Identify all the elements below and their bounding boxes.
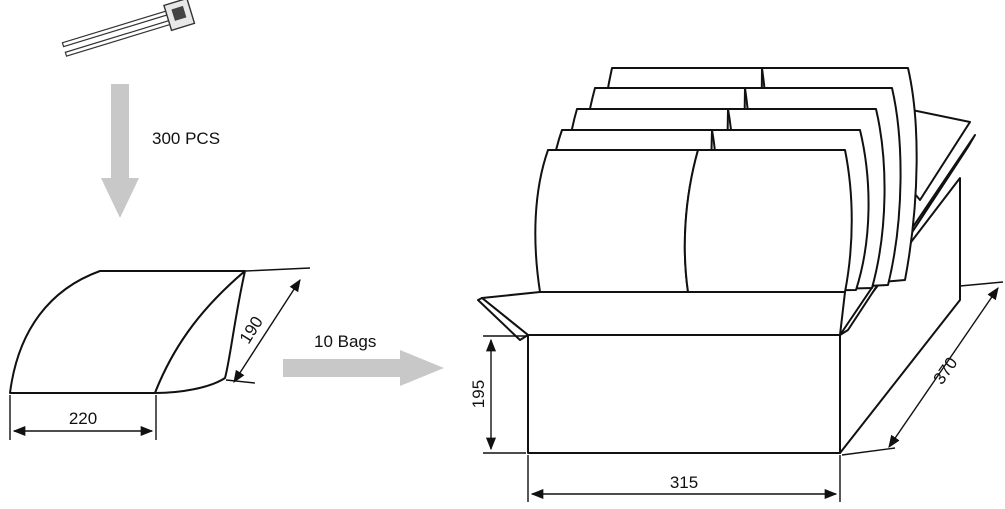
carton-height-dimension <box>483 335 526 454</box>
bag-depth-dimension <box>225 267 311 384</box>
right-arrow-icon <box>283 350 444 386</box>
down-arrow-icon <box>101 84 139 218</box>
carton-depth-label: 370 <box>930 354 962 388</box>
component-icon <box>61 0 196 57</box>
carton-height-label: 195 <box>469 380 488 408</box>
bag-depth-label: 190 <box>236 313 267 347</box>
carton-width-dimension <box>527 455 841 502</box>
step1-label: 300 PCS <box>152 129 220 148</box>
bag-rolls <box>534 67 918 293</box>
bag-width-dimension <box>9 395 157 440</box>
carton-width-label: 315 <box>670 473 698 492</box>
bag-illustration <box>9 270 246 394</box>
carton-box <box>477 67 976 454</box>
bag-width-label: 220 <box>69 409 97 428</box>
step2-label: 10 Bags <box>314 332 376 351</box>
carton-depth-dimension <box>841 281 1004 456</box>
